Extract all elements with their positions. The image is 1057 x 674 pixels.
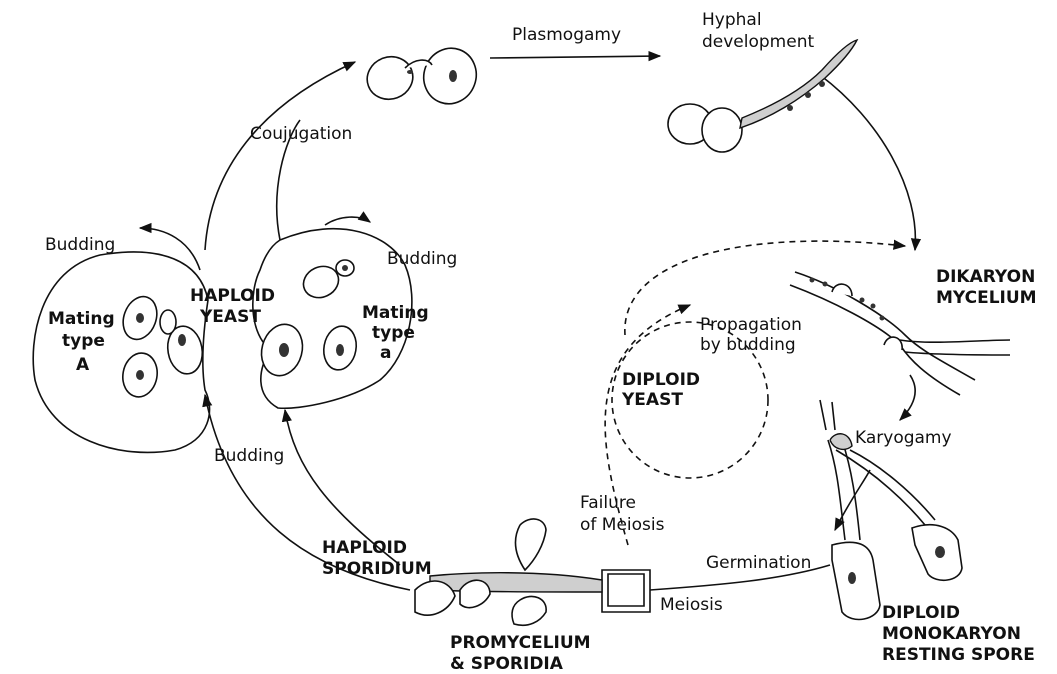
label-failure-2: of Meiosis	[580, 515, 665, 535]
label-hyphal-1: Hyphal	[702, 10, 762, 30]
label-diploid-yeast-1: DIPLOID	[622, 370, 700, 390]
label-plasmogamy: Plasmogamy	[512, 25, 621, 45]
label-promycelium-2: & SPORIDIA	[450, 654, 564, 674]
hyphal-development-cells	[668, 40, 857, 152]
label-mating-a-2: type	[372, 323, 415, 343]
label-meiosis: Meiosis	[660, 595, 723, 615]
arrow-budding-top-left	[140, 228, 200, 270]
label-karyogamy: Karyogamy	[855, 428, 952, 448]
label-budding-top-right: Budding	[387, 249, 457, 269]
arrow-budding-top-right	[325, 217, 370, 225]
yeast-cells-a	[256, 260, 360, 380]
label-diploid-yeast-2: YEAST	[621, 390, 683, 410]
arrow-hyphal-to-dikaryon	[820, 75, 915, 250]
label-dikaryon-2: MYCELIUM	[936, 288, 1037, 308]
label-hyphal-2: development	[702, 32, 814, 52]
label-sporidium-2: SPORIDIUM	[322, 559, 432, 579]
arrow-dikaryon-to-karyogamy	[900, 375, 915, 420]
label-haploid-yeast-1: HAPLOID	[190, 286, 275, 306]
label-budding-bottom: Budding	[214, 446, 284, 466]
arrow-plasmogamy	[490, 56, 660, 58]
label-dikaryon-1: DIKARYON	[936, 267, 1035, 287]
label-conjugation: Coujugation	[250, 124, 352, 144]
label-resting-1: DIPLOID	[882, 603, 960, 623]
yeast-cells-A	[117, 292, 205, 400]
label-mating-A-3: A	[76, 355, 90, 375]
label-mating-a-3: a	[380, 343, 391, 363]
label-resting-3: RESTING SPORE	[882, 645, 1035, 665]
label-mating-A-2: type	[62, 331, 105, 351]
label-mating-A-1: Mating	[48, 309, 115, 329]
label-propagation-1: Propagation	[700, 315, 802, 335]
label-propagation-2: by budding	[700, 335, 796, 355]
label-mating-a-1: Mating	[362, 303, 429, 323]
label-budding-top-left: Budding	[45, 235, 115, 255]
label-haploid-yeast-2: YEAST	[199, 307, 261, 327]
label-resting-2: MONOKARYON	[882, 624, 1021, 644]
label-promycelium-1: PROMYCELIUM	[450, 633, 591, 653]
label-failure-1: Failure	[580, 493, 636, 513]
conjugating-cells	[361, 41, 484, 111]
label-germination: Germination	[706, 553, 811, 573]
label-sporidium-1: HAPLOID	[322, 538, 407, 558]
arrow-conjugation	[205, 62, 355, 250]
